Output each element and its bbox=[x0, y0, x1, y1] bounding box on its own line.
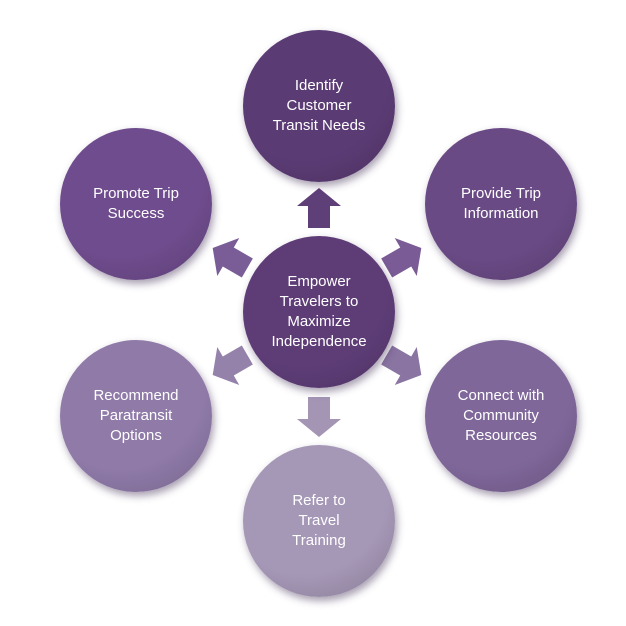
node-label: Identify Customer Transit Needs bbox=[272, 77, 366, 134]
arrow-lower-right-icon bbox=[381, 345, 426, 386]
arrow-down-icon bbox=[297, 397, 341, 437]
node-label: Promote Trip Success bbox=[93, 185, 179, 222]
node-recommend-paratransit-options: Recommend Paratransit Options bbox=[60, 340, 212, 492]
arrow-up-icon bbox=[297, 188, 341, 228]
node-promote-trip-success: Promote Trip Success bbox=[60, 128, 212, 280]
node-identify-customer-transit-needs: Identify Customer Transit Needs bbox=[243, 30, 395, 182]
arrow-upper-right-shape bbox=[381, 237, 422, 278]
node-connect-with-community-resources: Connect with Community Resources bbox=[425, 340, 577, 492]
arrow-upper-right-icon bbox=[381, 237, 426, 278]
arrow-up-shape bbox=[297, 188, 341, 228]
node-refer-to-travel-training: Refer to Travel Training bbox=[243, 445, 395, 597]
node-label: Refer to Travel Training bbox=[292, 492, 346, 549]
node-provide-trip-information: Provide Trip Information bbox=[425, 128, 577, 280]
center-label: Empower Travelers to Maximize Independen… bbox=[271, 273, 367, 350]
center-circle: Empower Travelers to Maximize Independen… bbox=[243, 236, 395, 388]
arrow-upper-left-shape bbox=[212, 237, 253, 278]
node-label: Recommend Paratransit Options bbox=[93, 387, 179, 444]
arrow-lower-right-shape bbox=[381, 345, 422, 386]
arrow-lower-left-icon bbox=[208, 345, 253, 386]
node-label: Provide Trip Information bbox=[460, 185, 542, 222]
arrow-upper-left-icon bbox=[208, 237, 253, 278]
arrow-lower-left-shape bbox=[212, 345, 253, 386]
arrow-down-shape bbox=[297, 397, 341, 437]
node-label: Connect with Community Resources bbox=[457, 387, 545, 444]
